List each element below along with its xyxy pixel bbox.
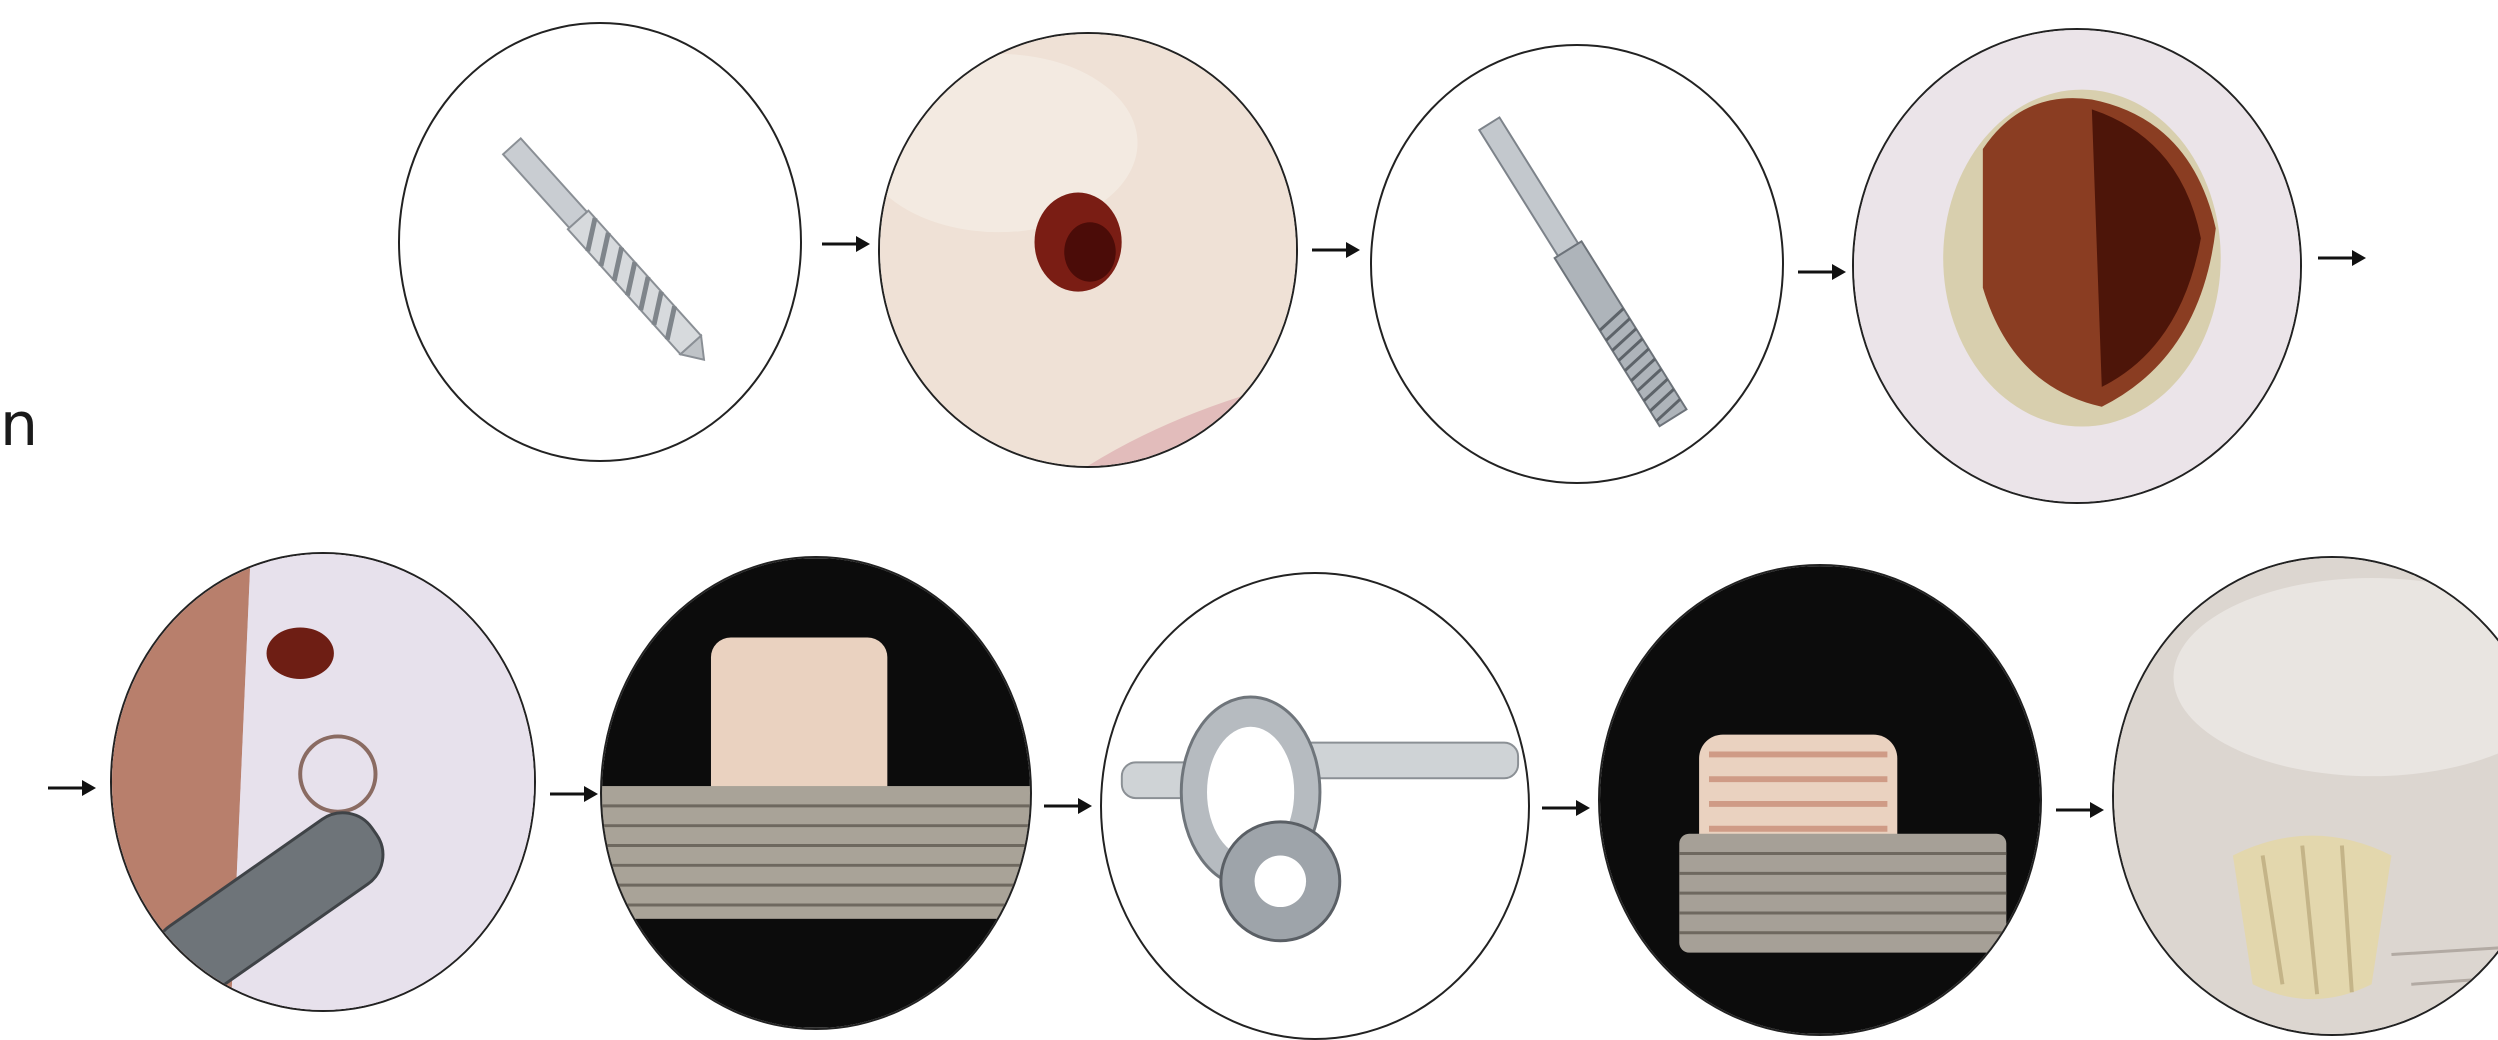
step-tapped-hole: [1852, 28, 2302, 504]
thread-tap-icon: [1372, 46, 1782, 482]
drilled-hole-icon: [880, 34, 1296, 466]
step-threaded-bone-plug: [1598, 564, 2042, 1036]
edge-text-fragment: n: [0, 395, 38, 455]
step-thread-tap: [1370, 44, 1784, 484]
flow-arrow-8: [1540, 796, 1592, 820]
flow-arrow-3: [1796, 260, 1848, 284]
bone-plug-on-ruler-icon: [602, 558, 1030, 1028]
flow-arrow-5: [46, 776, 98, 800]
flow-arrow-9: [2054, 798, 2106, 822]
tapped-hole-icon: [1854, 30, 2300, 502]
step-implanted-plug: [2112, 556, 2498, 1036]
flow-arrow-2: [1310, 238, 1362, 262]
step-die-and-die-stock: [1100, 572, 1530, 1040]
step-drill-bit: [398, 22, 802, 462]
implanted-plug-icon: [2114, 558, 2498, 1034]
flow-arrow-7: [1042, 794, 1094, 818]
flow-arrow-4: [2316, 246, 2368, 270]
trephine-marking-icon: [112, 554, 534, 1010]
step-bone-plug-on-ruler: [600, 556, 1032, 1030]
flow-arrow-1: [820, 232, 872, 256]
drill-bit-icon: [400, 24, 800, 460]
die-and-die-stock-icon: [1102, 574, 1528, 1038]
threaded-bone-plug-icon: [1600, 566, 2040, 1034]
step-trephine-marking: [110, 552, 536, 1012]
flow-arrow-6: [548, 782, 600, 806]
step-drilled-hole: [878, 32, 1298, 468]
